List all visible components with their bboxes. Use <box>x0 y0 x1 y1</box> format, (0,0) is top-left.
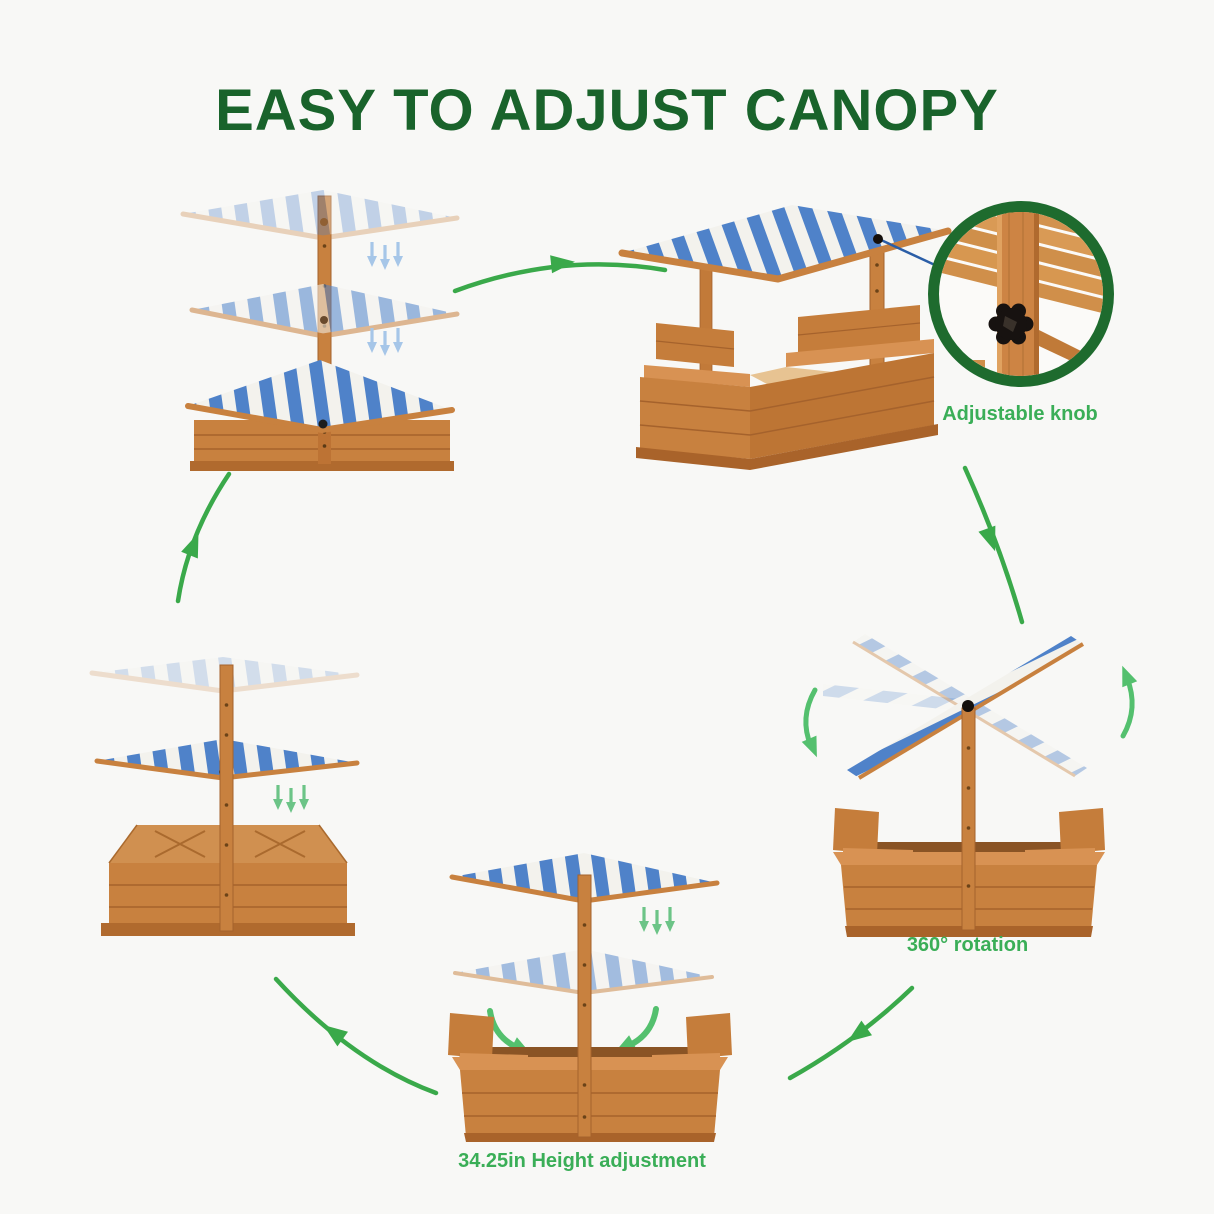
canopy-post <box>219 664 234 932</box>
canopy-lowered <box>185 360 455 433</box>
page-title: EASY TO ADJUST CANOPY <box>215 77 999 143</box>
height-adjustment-label: 34.25in Height adjustment <box>458 1150 706 1172</box>
magnifier-circle <box>928 201 1114 387</box>
adjustable-knob-label: Adjustable knob <box>942 403 1098 425</box>
flow-arrow-right <box>962 465 1025 625</box>
flow-arrowhead <box>323 1024 348 1047</box>
lower-arrows-icon <box>367 242 403 270</box>
knob-detail-illustration <box>939 212 1103 376</box>
flow-arrowhead <box>847 1020 872 1043</box>
flow-arrow-left <box>175 471 232 604</box>
flow-arrow-bottom-left <box>273 976 439 1096</box>
stage-rotation-illustration <box>801 634 1138 937</box>
lower-arrows-icon <box>367 328 403 356</box>
rotation-label: 360° rotation <box>906 934 1029 956</box>
wood-post <box>997 212 1039 376</box>
sandbox-with-benches <box>636 305 938 470</box>
sandbox-with-benches <box>448 1013 732 1142</box>
canopy <box>618 205 952 283</box>
ghost-canopy-top <box>180 190 460 241</box>
ghost-canopy-mid <box>189 284 460 339</box>
flow-arrowhead <box>550 255 575 274</box>
knob-icon <box>873 234 883 244</box>
canopy-post <box>577 874 592 1138</box>
rotation-arrows-icon <box>801 665 1138 758</box>
stage-cover-lowering-illustration <box>180 190 460 471</box>
stage-height-adjustment-illustration <box>448 853 732 1142</box>
pivot-knob-icon <box>962 700 974 712</box>
lower-arrows-icon <box>273 785 309 813</box>
knob-icon <box>988 303 1034 345</box>
lower-arrows-icon <box>639 907 675 935</box>
ghost-canopy-horizontal <box>823 684 969 712</box>
flow-arrowhead <box>978 525 996 552</box>
stage-closed-box-illustration <box>89 657 360 936</box>
flow-arrowhead <box>181 532 199 559</box>
flow-arrow-bottom-right <box>787 985 915 1081</box>
stage-hero-sandbox-illustration <box>618 205 952 470</box>
canopy-post <box>961 707 976 931</box>
